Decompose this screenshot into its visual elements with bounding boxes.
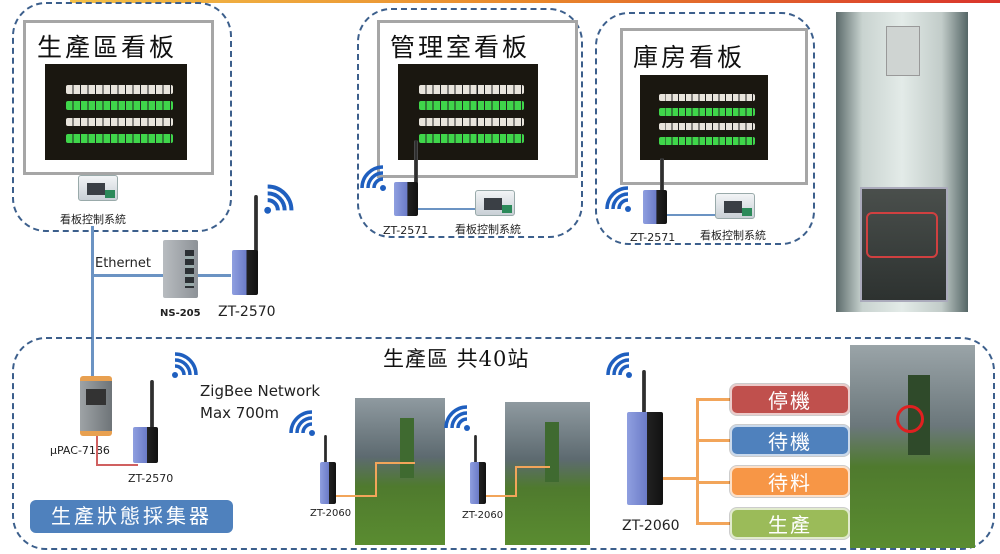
collector-badge: 生產狀態採集器 [30, 500, 233, 533]
production-board-group [12, 2, 232, 232]
signal-wire [696, 481, 730, 484]
signal-wire [486, 495, 516, 497]
board-photo [398, 64, 538, 160]
signal-wire [515, 466, 550, 468]
zt2570-device [133, 427, 158, 463]
signal-wire [375, 462, 415, 464]
controller-label: 看板控制系統 [455, 223, 521, 236]
wifi-icon [444, 405, 470, 431]
station-label: ZT-2060 [310, 508, 352, 519]
led-row [659, 137, 756, 145]
machine-photo [505, 402, 590, 545]
led-row [419, 101, 524, 111]
board-photo [640, 75, 768, 160]
controller-label: 看板控制系統 [700, 229, 766, 242]
antenna-icon [414, 140, 418, 190]
machine-photo [355, 398, 445, 545]
zt2060-device [470, 462, 486, 504]
led-row [659, 93, 756, 102]
upac-label: µPAC-7186 [50, 444, 110, 457]
antenna-icon [474, 435, 477, 465]
production-area-title: 生產區 共40站 [383, 347, 530, 371]
led-row [659, 108, 756, 116]
coordinator-label: ZT-2570 [218, 304, 276, 320]
wifi-icon [606, 352, 632, 378]
top-accent-bar [70, 0, 1000, 3]
serial-cable-h [96, 464, 138, 466]
device-label: ZT-2571 [630, 231, 676, 244]
wifi-icon [360, 165, 386, 191]
state-waiting-material: 待料 [730, 466, 850, 497]
controller-label: 看板控制系統 [60, 213, 126, 226]
led-row [66, 117, 173, 127]
antenna-icon [660, 158, 664, 198]
signal-wire [375, 462, 377, 497]
machine-photo [850, 345, 975, 548]
signal-wire [336, 495, 376, 497]
device-label: ZT-2571 [383, 224, 429, 237]
zt2060-device [320, 462, 336, 504]
led-row [419, 85, 524, 94]
ethernet-line-h [91, 274, 231, 277]
controller-icon [475, 190, 515, 216]
zt2060-device [627, 412, 663, 505]
wifi-icon [264, 184, 294, 214]
upac-7186-device [80, 376, 112, 436]
range-label: Max 700m [200, 404, 280, 422]
zt2571-device [394, 182, 418, 216]
antenna-icon [150, 380, 154, 430]
installation-photo [836, 12, 968, 312]
led-row [66, 101, 173, 111]
state-idle: 待機 [730, 425, 850, 456]
signal-wire [515, 466, 517, 497]
led-row [66, 85, 173, 94]
production-area-group [12, 337, 995, 550]
state-producing: 生產 [730, 508, 850, 539]
led-row [419, 134, 524, 143]
zigbee-label: ZigBee Network [200, 382, 321, 400]
router-label: ZT-2570 [128, 472, 174, 485]
zt2570-device [232, 250, 258, 295]
led-row [66, 134, 173, 143]
switch-label: NS-205 [160, 308, 201, 319]
link-line [667, 214, 717, 216]
wifi-icon [605, 186, 631, 212]
station-label: ZT-2060 [622, 518, 680, 534]
office-board-title: 管理室看板 [390, 33, 531, 62]
signal-wire [696, 398, 730, 401]
serial-cable [96, 436, 98, 466]
signal-wire [696, 439, 730, 442]
link-line [418, 208, 476, 210]
wifi-icon [172, 352, 198, 378]
wifi-icon [289, 410, 315, 436]
board-photo [45, 64, 187, 160]
switch-icon [163, 240, 198, 298]
antenna-icon [254, 195, 258, 255]
led-row [419, 117, 524, 127]
ethernet-label: Ethernet [95, 256, 151, 271]
production-board-title: 生產區看板 [37, 33, 178, 62]
signal-wire [696, 522, 730, 525]
state-stopped: 停機 [730, 384, 850, 415]
office-board-group [357, 8, 583, 238]
signal-wire [696, 399, 699, 524]
antenna-icon [642, 370, 646, 420]
ethernet-line [91, 226, 94, 381]
antenna-icon [324, 435, 327, 465]
warehouse-board-title: 庫房看板 [633, 43, 746, 72]
station-label: ZT-2060 [462, 510, 504, 521]
controller-icon [715, 193, 755, 219]
zt2571-device [643, 190, 667, 224]
controller-icon [78, 175, 118, 201]
warehouse-board-group [595, 12, 815, 245]
led-row [659, 122, 756, 131]
signal-wire [663, 477, 698, 480]
